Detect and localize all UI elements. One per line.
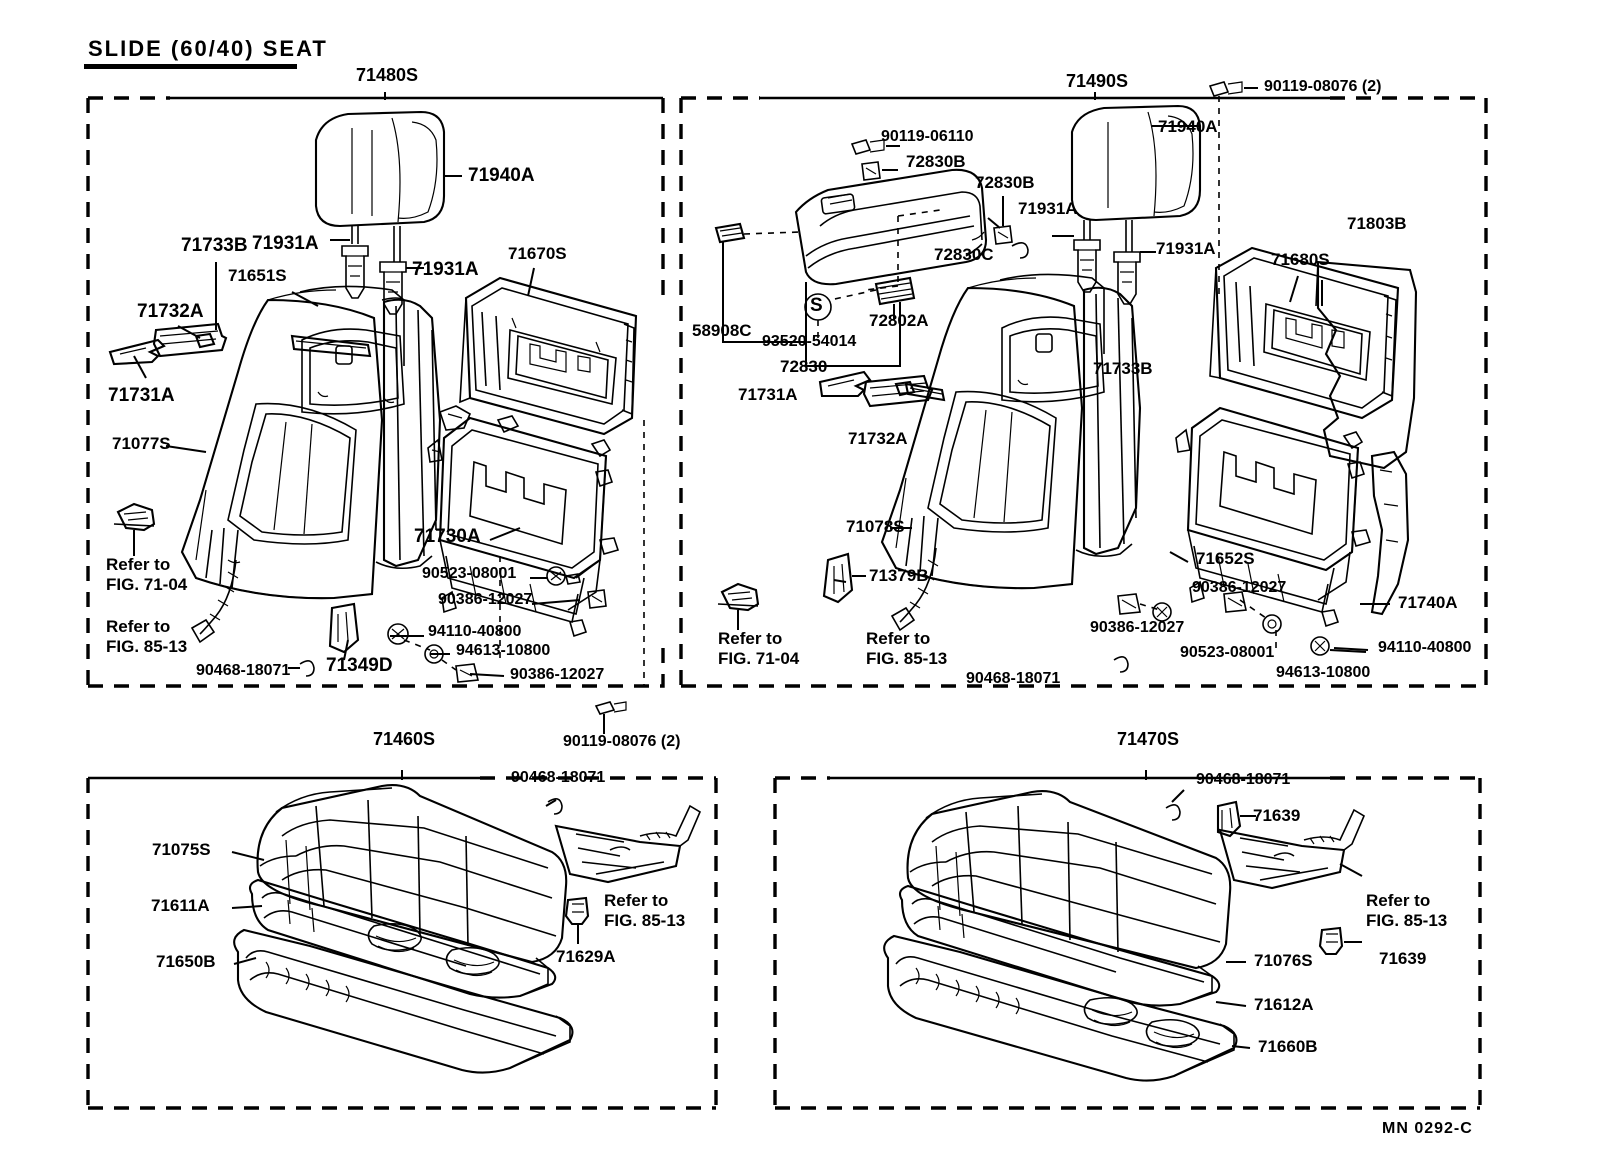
label-71612A: 71612A [1254,995,1314,1014]
art-top-right [714,81,1418,673]
label-71931A-lower: 71931A [412,259,479,280]
label-71639-a: 71639 [1253,806,1301,825]
label-71470S: 71470S [1117,729,1180,749]
label-71733B-right: 71733B [1093,359,1153,378]
title-underline [84,64,297,69]
label-94613-10800-r: 94613-10800 [1276,664,1371,681]
label-72830: 72830 [780,357,828,376]
part-71732A-right [862,374,934,408]
panel-border-bottom-right [773,776,1482,1110]
label-71731A-right: 71731A [738,385,798,404]
label-71733B: 71733B [181,235,248,256]
label-71490S: 71490S [1066,71,1129,91]
label-71940A: 71940A [468,165,535,186]
label-71075S: 71075S [152,840,211,859]
part-71731A-right [818,370,872,398]
refer-fig-71-04-tr: Refer to FIG. 71-04 [718,629,800,669]
art-top-left [108,110,638,734]
label-71077S: 71077S [112,434,171,453]
panel-border-bottom-left [86,776,718,1110]
label-94613-10800: 94613-10800 [456,642,551,659]
label-93520-54014: 93520-54014 [762,333,857,350]
part-71733B [290,334,372,358]
fastener-icons-right [1113,591,1330,673]
part-71379B [822,552,854,604]
refer-fig-85-13-br: Refer to FIG. 85-13 [1366,891,1448,931]
part-71733B-right [904,382,946,402]
label-71931A-upper: 71931A [252,233,319,254]
art-bottom-left [233,784,702,1074]
panel-border-top-right [679,96,1488,688]
label-71732A-right: 71732A [848,429,908,448]
clip-icon-71-04-right [720,582,760,612]
label-71940A-right: 71940A [1158,117,1218,136]
refer-fig-85-13-bl: Refer to FIG. 85-13 [604,891,686,931]
label-90523-08001: 90523-08001 [422,565,517,582]
label-71639-b: 71639 [1379,949,1427,968]
seatback-frame-right-panel [1209,246,1418,470]
label-90523-08001-r: 90523-08001 [1180,644,1275,661]
panel-border-top-left [86,96,665,688]
seat-frame-right-lower [1175,406,1410,628]
label-71931A-right-a: 71931A [1018,199,1078,218]
label-71731A: 71731A [108,385,175,406]
label-71611A: 71611A [151,896,210,915]
label-71660B: 71660B [1258,1037,1318,1056]
label-90119-08076-top: 90119-08076 (2) [1264,78,1382,95]
sheet-code: MN 0292-C [1382,1120,1473,1137]
label-71680S: 71680S [1271,250,1330,269]
label-72830B-a: 72830B [906,152,966,171]
part-71731A [108,338,166,366]
label-71732A: 71732A [137,301,204,322]
page-title: SLIDE (60/40) SEAT [88,36,328,61]
label-71076S: 71076S [1254,951,1313,970]
s-symbol-label: S [810,295,823,316]
label-71379B: 71379B [869,566,929,585]
label-72830B-b: 72830B [975,173,1035,192]
label-90386-12027-a: 90386-12027 [438,591,533,608]
clip-icon-71-04 [116,502,156,532]
label-leaders [133,217,1390,1049]
label-90119-08076-outer: 90119-08076 (2) [563,733,681,750]
label-71460S: 71460S [373,729,436,749]
label-90119-06110: 90119-06110 [881,128,974,145]
label-94110-40800: 94110-40800 [428,623,522,640]
label-90468-18071-tr: 90468-18071 [966,670,1061,687]
label-58908C: 58908C [692,321,752,340]
seatback-frame-left-panel [459,276,638,436]
label-90468-18071-bl: 90468-18071 [511,769,606,786]
label-72802A: 72802A [869,311,929,330]
fastener-icons-left [299,566,627,734]
label-71078S: 71078S [846,517,905,536]
label-90386-12027-r-a: 90386-12027 [1192,579,1287,596]
label-90386-12027-b: 90386-12027 [510,666,605,683]
label-71651S: 71651S [228,266,287,285]
part-71732A [152,322,228,358]
label-71650B: 71650B [156,952,216,971]
label-72830C: 72830C [934,245,994,264]
refer-fig-85-13-tr: Refer to FIG. 85-13 [866,629,948,669]
label-71480S: 71480S [356,65,419,85]
refer-fig-71-04-tl: Refer to FIG. 71-04 [106,555,188,595]
art-bottom-right [883,790,1366,1082]
label-71730A: 71730A [414,526,481,547]
label-71652S: 71652S [1196,549,1255,568]
label-71629A: 71629A [556,947,616,966]
label-71803B: 71803B [1347,214,1407,233]
label-90468-18071-tl: 90468-18071 [196,662,291,679]
label-90468-18071-br: 90468-18071 [1196,771,1291,788]
label-90386-12027-r-b: 90386-12027 [1090,619,1185,636]
label-71670S: 71670S [508,244,567,263]
label-71740A: 71740A [1398,593,1458,612]
label-71931A-right-b: 71931A [1156,239,1216,258]
refer-fig-85-13-tl: Refer to FIG. 85-13 [106,617,188,657]
label-94110-40800-r: 94110-40800 [1378,639,1472,656]
label-71349D: 71349D [326,655,393,676]
seat-frame-71730A [427,405,620,638]
bolt-90119-06110 [850,139,872,155]
part-71349D [328,602,360,654]
